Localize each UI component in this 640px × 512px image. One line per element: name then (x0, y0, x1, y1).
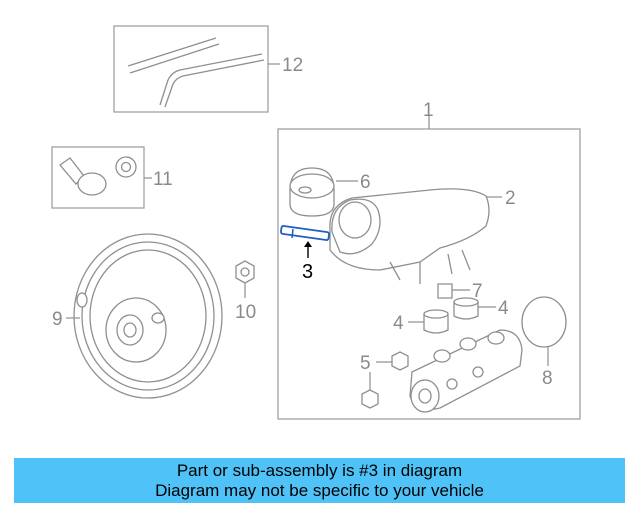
booster-shell (73, 233, 223, 399)
part-6-reservoir-cap: 6 (289, 167, 371, 217)
callout-10[interactable]: 10 (235, 302, 256, 323)
part-8-gasket: 8 (521, 296, 567, 389)
master-cylinder (409, 329, 523, 413)
cap-top (289, 173, 335, 199)
callout-3[interactable]: 3 (302, 261, 313, 283)
callout-6[interactable]: 6 (360, 172, 371, 193)
part-12-hoses: 12 (113, 25, 303, 113)
part-3-level-sensor: 3 (280, 225, 330, 283)
seal-left (423, 313, 449, 334)
booster-rib-1 (81, 241, 215, 391)
part-1-master-cylinder-assembly: 1 (277, 100, 581, 420)
banner-line-1: Part or sub-assembly is #3 in diagram (176, 460, 463, 480)
gasket-disc (521, 296, 567, 348)
reservoir-legs (389, 249, 471, 284)
port-5 (472, 366, 484, 378)
callout-4b[interactable]: 4 (498, 298, 509, 319)
booster-stud (151, 312, 165, 324)
hose-straight (127, 37, 219, 73)
booster-boss (76, 292, 88, 308)
callout-11[interactable]: 11 (153, 169, 173, 190)
info-banner: Part or sub-assembly is #3 in diagram Di… (14, 458, 625, 503)
booster-face (105, 297, 167, 363)
sensor-body (280, 225, 330, 241)
booster-rib-2 (89, 249, 207, 383)
port-2 (459, 337, 477, 351)
nut-upper (391, 351, 409, 371)
seal-right-top (453, 297, 479, 307)
callout-1[interactable]: 1 (423, 100, 434, 121)
callout-4a[interactable]: 4 (393, 313, 404, 334)
seal-left-top (423, 309, 449, 319)
callout-9[interactable]: 9 (52, 309, 63, 330)
booster-hub (116, 314, 144, 346)
port-1 (433, 349, 451, 363)
hose-bent-outline (159, 53, 265, 108)
reservoir-mouth (338, 201, 372, 239)
callout-5[interactable]: 5 (360, 353, 371, 374)
nut-lower (361, 389, 379, 409)
callout-8[interactable]: 8 (542, 368, 553, 389)
cylinder-bore (418, 388, 432, 404)
cap-grip (298, 186, 312, 194)
nut-10-hole (240, 267, 250, 277)
sensor-collar (291, 228, 294, 239)
part-12-box (113, 25, 269, 113)
banner-line-2: Diagram may not be specific to your vehi… (155, 480, 484, 500)
part-4-seals: 4 4 (393, 297, 509, 334)
nut-10-body (235, 260, 255, 284)
leader-3-arrow (304, 241, 312, 247)
callout-7[interactable]: 7 (472, 281, 483, 302)
part-7-clip: 7 (437, 281, 483, 302)
callout-12[interactable]: 12 (282, 55, 303, 76)
callout-2[interactable]: 2 (505, 188, 516, 209)
clip-body (437, 283, 453, 299)
valve-body (77, 172, 107, 196)
part-5-nuts: 5 (360, 351, 409, 409)
port-3 (487, 331, 505, 345)
part-11-valve: 11 (51, 146, 173, 209)
seal-right (453, 301, 479, 320)
booster-hub-inner (123, 322, 137, 338)
grommet-inner (120, 161, 132, 173)
part-2-reservoir: 2 (329, 188, 516, 284)
port-4 (446, 378, 458, 390)
part-10-nut: 10 (235, 260, 256, 323)
parts-diagram: 12 11 1 6 2 3 (51, 25, 581, 420)
hose-straight-outline (127, 37, 220, 74)
part-9-brake-booster: 9 (52, 233, 223, 399)
